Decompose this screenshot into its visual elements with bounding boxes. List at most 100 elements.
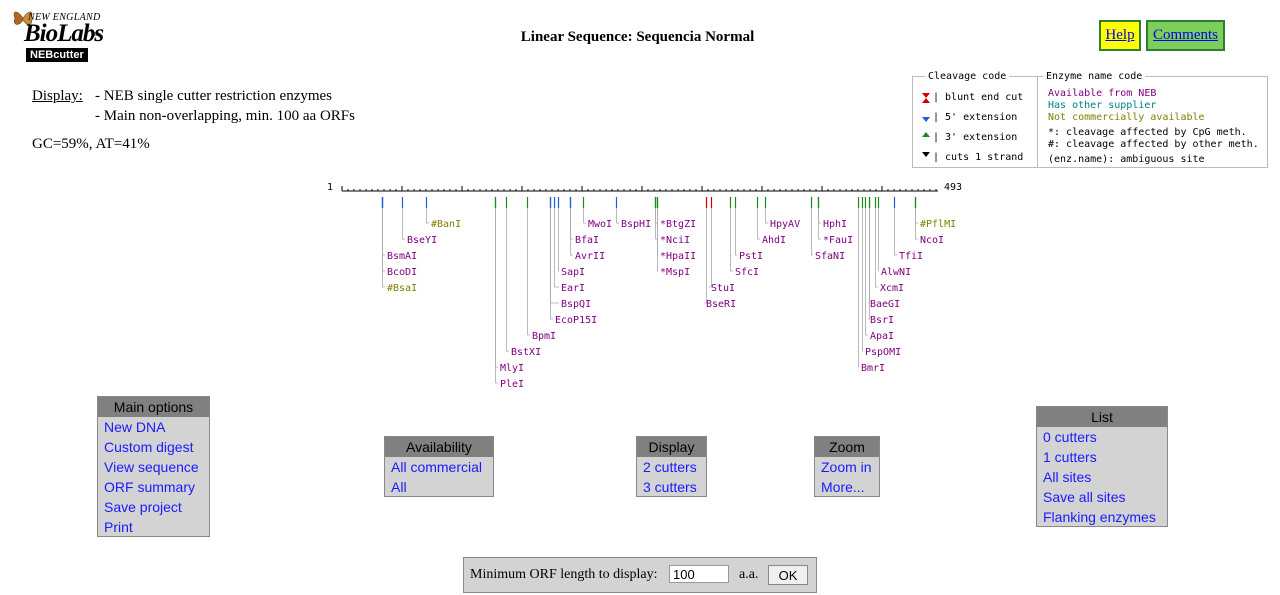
display-menu: Display 2 cutters 3 cutters [636,436,707,497]
enzyme-leader [709,208,712,288]
sequence-start-label: 1 [327,182,333,193]
one-strand-icon [922,152,930,157]
list-title: List [1037,407,1167,427]
legend-box: Cleavage code Enzyme name code | blunt e… [912,71,1268,168]
page-title: Linear Sequence: Sequencia Normal [520,29,755,45]
menu-all-commercial[interactable]: All commercial [391,459,483,475]
enzyme-label: SapI [561,267,585,278]
enzyme-label: #BsaI [387,283,417,294]
enzyme-leader [382,208,385,288]
enzyme-leader [426,208,429,224]
enzyme-leader [554,208,559,288]
enzyme-label: NcoI [920,235,944,246]
enzyme-label: PstI [739,251,763,262]
enzyme-leader [583,208,586,224]
enzyme-label: BcoDI [387,267,417,278]
orf-label: Minimum ORF length to display: [470,567,658,582]
menu-all-sites[interactable]: All sites [1043,469,1092,485]
help-button[interactable]: Help [1099,20,1141,51]
enzyme-leader [735,208,737,256]
menu-print[interactable]: Print [104,519,133,535]
list-menu: List 0 cutters 1 cutters All sites Save … [1036,406,1168,527]
enzyme-label: MlyI [500,363,524,374]
ok-button[interactable]: OK [768,565,808,585]
enzyme-leader [818,208,821,224]
zoom-title: Zoom [815,437,879,457]
enzyme-leader [765,208,768,224]
menu-flanking-enzymes[interactable]: Flanking enzymes [1043,509,1156,525]
menu-custom-digest[interactable]: Custom digest [104,439,194,455]
menu-2-cutters[interactable]: 2 cutters [643,459,697,475]
orf-unit: a.a. [739,567,759,582]
menu-view-sequence[interactable]: View sequence [104,459,199,475]
enzyme-label: #PflMI [920,219,956,230]
legend-none: Not commercially available [1048,112,1205,123]
enzyme-leader [527,208,530,336]
enzyme-label: BseYI [407,235,437,246]
orf-length-input[interactable] [669,565,729,583]
logo-inc-text: Inc. [94,32,104,38]
enzyme-label: AhdI [762,235,786,246]
enzyme-leader [550,208,559,304]
legend-single: | cuts 1 strand [933,152,1024,163]
logo-badge: NEBcutter [26,48,88,62]
enzyme-label: EcoP15I [555,315,597,326]
legend-ambiguous: (enz.name): ambiguous site [1048,154,1205,165]
enzyme-label: ApaI [870,331,894,342]
three-prime-icon [922,132,930,137]
menu-all[interactable]: All [391,479,407,495]
menu-more[interactable]: More... [821,479,865,495]
enzyme-label: HphI [823,219,847,230]
legend-three: | 3' extension [933,132,1018,143]
display-line-2: - Main non-overlapping, min. 100 aa ORFs [95,108,355,124]
legend-other: Has other supplier [1048,100,1157,111]
orf-form: Minimum ORF length to display: a.a. OK [463,557,817,593]
display-line-1: - NEB single cutter restriction enzymes [95,88,333,104]
menu-orf-summary[interactable]: ORF summary [104,479,195,495]
enzyme-leader [878,208,879,272]
enzyme-label: PspOMI [865,347,901,358]
enzyme-label: *BtgZI [660,219,696,230]
legend-five: | 5' extension [933,112,1018,123]
enzyme-label: AlwNI [881,267,911,278]
enzyme-label: MwoI [588,219,612,230]
menu-0-cutters[interactable]: 0 cutters [1043,429,1097,445]
blunt-cut-icon [922,93,930,103]
enzyme-label: BspHI [621,219,651,230]
menu-new-dna[interactable]: New DNA [104,419,166,435]
legend-other-meth: #: cleavage affected by other meth. [1048,139,1259,150]
enzyme-label: BaeGI [870,299,900,310]
menu-save-all-sites[interactable]: Save all sites [1043,489,1126,505]
cleavage-markers [922,93,930,157]
enzyme-label: BseRI [706,299,736,310]
enzyme-leader [495,208,498,368]
menu-zoom-in[interactable]: Zoom in [821,459,872,475]
enzyme-leader [730,208,733,272]
enzyme-leader [570,208,573,240]
enzyme-label: TfiI [899,251,923,262]
main-options-title: Main options [98,397,209,417]
butterfly-icon [13,11,33,25]
menu-3-cutters[interactable]: 3 cutters [643,479,697,495]
neb-logo[interactable]: NEW ENGLAND BioLabs Inc. NEBcutter [10,8,110,64]
enzyme-code-title: Enzyme name code [1043,71,1146,82]
enzyme-label: SfcI [735,267,759,278]
sequence-end-label: 493 [944,182,962,193]
enzyme-label: BfaI [575,235,599,246]
menu-1-cutters[interactable]: 1 cutters [1043,449,1097,465]
enzyme-label: *HpaII [660,251,696,262]
comments-button[interactable]: Comments [1146,20,1225,51]
display-label[interactable]: Display: [32,88,83,104]
enzyme-leader [506,208,509,352]
enzyme-label: BsrI [870,315,894,326]
enzyme-leader [811,208,813,256]
logo-main-text: BioLabs [24,20,104,47]
zoom-menu: Zoom Zoom in More... [814,436,880,497]
gc-content: GC=59%, AT=41% [32,136,150,152]
enzyme-label: *MspI [660,267,690,278]
enzyme-label: *NciI [660,235,690,246]
enzyme-leader [558,208,559,272]
enzyme-label: BstXI [511,347,541,358]
menu-save-project[interactable]: Save project [104,499,182,515]
